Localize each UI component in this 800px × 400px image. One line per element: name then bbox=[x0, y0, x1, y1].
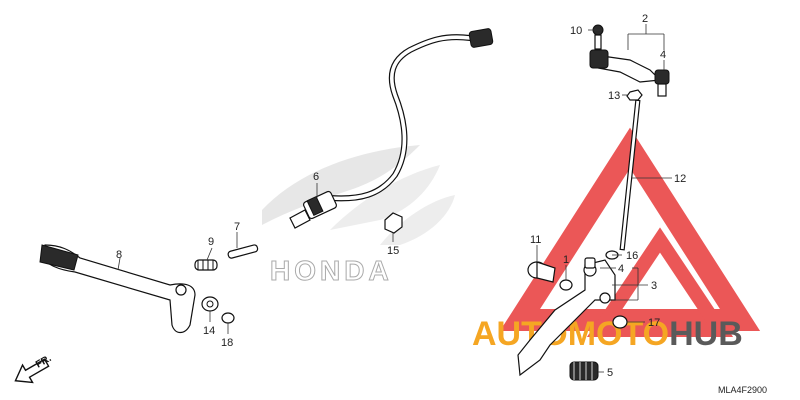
part-17-clip bbox=[612, 315, 628, 329]
callout-4-upper: 4 bbox=[660, 49, 666, 61]
part-5-peg-rubber bbox=[569, 361, 599, 381]
part-12-rod bbox=[619, 99, 641, 251]
callout-11: 11 bbox=[530, 234, 541, 246]
callout-17: 17 bbox=[648, 317, 660, 329]
part-13-nut bbox=[626, 89, 643, 101]
callout-9: 9 bbox=[208, 236, 214, 248]
callout-4-lower: 4 bbox=[618, 263, 624, 275]
diagram-code: MLA4F2900 bbox=[718, 385, 767, 395]
callout-10: 10 bbox=[570, 25, 582, 37]
honda-wing-watermark bbox=[262, 145, 455, 245]
callout-5: 5 bbox=[607, 367, 613, 379]
watermark-text: AUTOMOTOHUB bbox=[472, 315, 743, 353]
callout-18: 18 bbox=[221, 337, 233, 349]
part-7-spring-pin bbox=[227, 244, 259, 259]
part-11-pivot-bolt bbox=[527, 261, 556, 283]
honda-watermark-text: HONDA bbox=[270, 255, 393, 286]
callout-15: 15 bbox=[387, 245, 399, 257]
front-direction-arrow: FR. bbox=[14, 353, 54, 384]
arrow-icon bbox=[14, 358, 50, 384]
callout-8: 8 bbox=[116, 249, 122, 261]
callout-2: 2 bbox=[642, 13, 648, 25]
callout-labels: 10 2 4 13 12 16 11 1 4 3 17 5 6 15 7 9 8… bbox=[116, 13, 686, 379]
part-4-bolt-lower bbox=[584, 257, 596, 269]
front-label: FR. bbox=[34, 353, 54, 371]
part-1-washer bbox=[559, 279, 573, 291]
callout-7: 7 bbox=[234, 221, 240, 233]
part-6-switch-cable bbox=[289, 28, 494, 229]
part-3-shift-pedal bbox=[517, 259, 616, 377]
part-9-spring bbox=[194, 259, 218, 271]
part-2-shift-arm bbox=[589, 49, 670, 97]
watermark-hub: HUB bbox=[669, 315, 743, 353]
callout-14: 14 bbox=[203, 325, 215, 337]
part-18-clip bbox=[221, 312, 235, 324]
part-8-brake-pedal bbox=[39, 244, 196, 334]
part-15-nut bbox=[384, 212, 403, 234]
callout-12: 12 bbox=[674, 173, 686, 185]
callout-3: 3 bbox=[651, 280, 657, 292]
callout-6: 6 bbox=[313, 171, 319, 183]
callout-1: 1 bbox=[563, 254, 569, 266]
part-10-bolt bbox=[592, 24, 604, 50]
callout-16: 16 bbox=[626, 250, 638, 262]
callout-13: 13 bbox=[608, 90, 620, 102]
leader-lines bbox=[117, 24, 672, 373]
